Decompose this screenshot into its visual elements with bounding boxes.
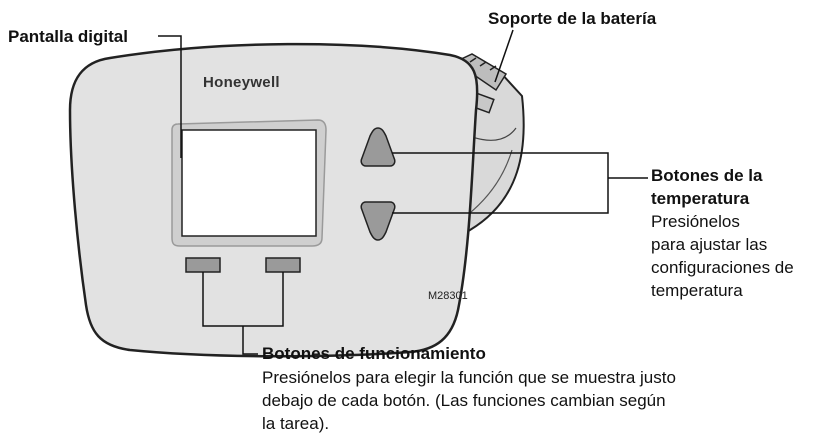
label-temperature-buttons-desc-1: Presiónelos xyxy=(651,212,740,231)
temperature-down-button[interactable] xyxy=(360,201,396,241)
label-temperature-buttons-desc-2: para ajustar las xyxy=(651,235,768,254)
label-function-buttons-desc-3: la tarea). xyxy=(262,414,330,433)
label-battery-holder: Soporte de la batería xyxy=(488,9,657,28)
label-digital-display: Pantalla digital xyxy=(8,27,128,46)
label-function-buttons-title: Botones de funcionamiento xyxy=(262,344,486,363)
model-code: M28301 xyxy=(428,290,468,302)
label-temperature-buttons-title-1: Botones de la xyxy=(651,166,763,185)
digital-display xyxy=(181,129,317,237)
label-temperature-buttons-desc-3: configuraciones de xyxy=(651,258,794,277)
function-button-right[interactable] xyxy=(265,257,301,273)
label-temperature-buttons-title-2: temperatura xyxy=(651,189,750,208)
leader-lines xyxy=(158,29,648,355)
label-temperature-buttons-desc-4: temperatura xyxy=(651,281,743,300)
label-function-buttons-desc-2: debajo de cada botón. (Las funciones cam… xyxy=(262,391,666,410)
label-function-buttons-desc-1: Presiónelos para elegir la función que s… xyxy=(262,368,676,387)
temperature-up-button[interactable] xyxy=(360,127,396,167)
brand-logo: Honeywell xyxy=(203,74,280,91)
function-button-left[interactable] xyxy=(185,257,221,273)
